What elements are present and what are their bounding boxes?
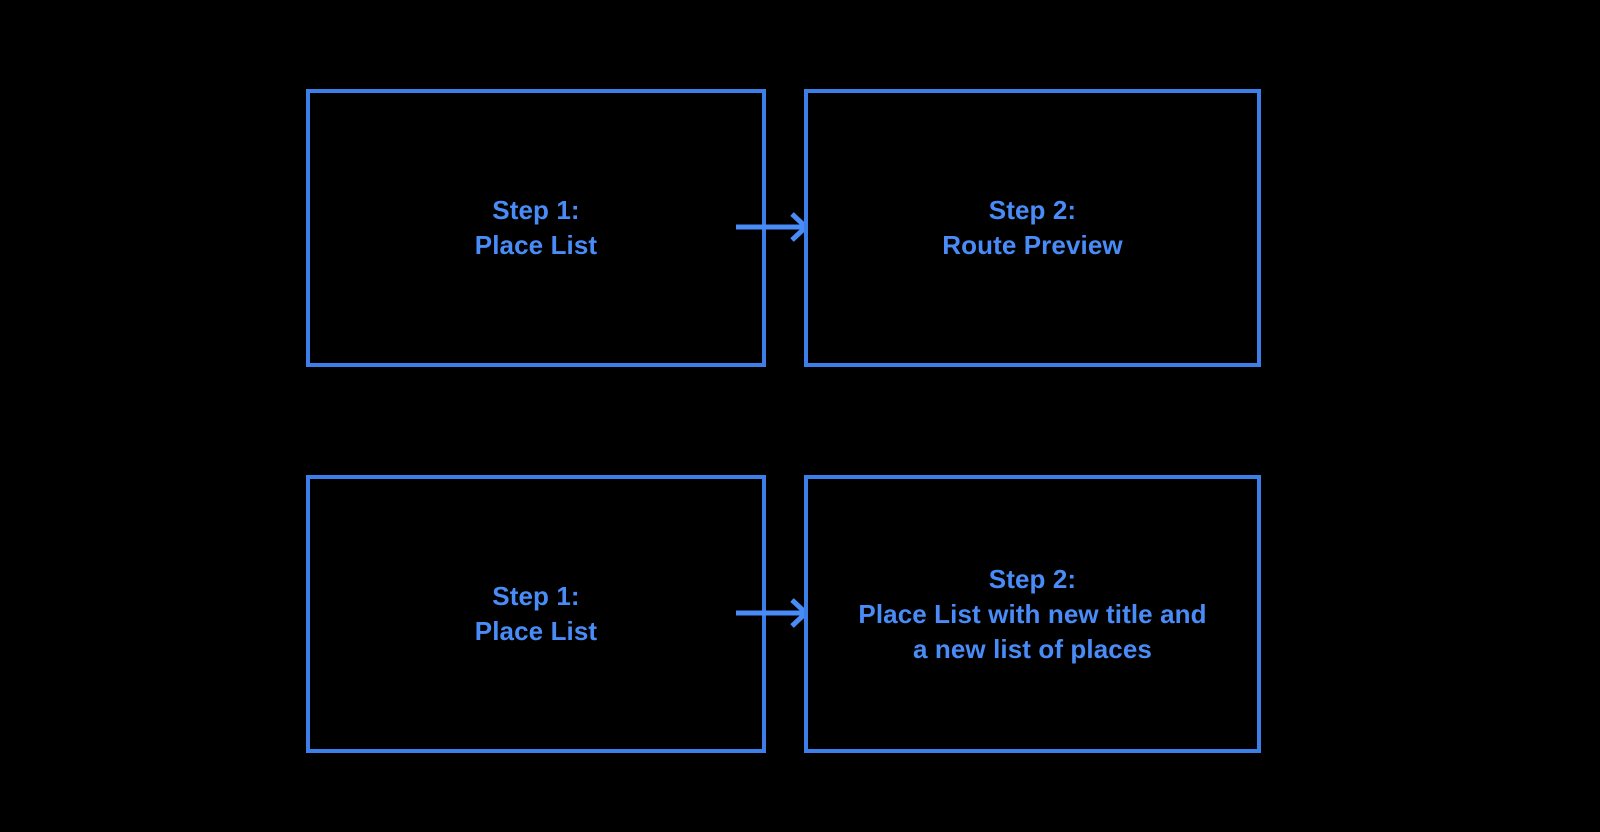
step-box-flow2-step2[interactable]: Step 2: Place List with new title and a … (804, 475, 1261, 753)
step-label-flow1-step2: Step 2: Route Preview (942, 195, 1123, 260)
flow-row-new-place-list: Step 1: Place List Step 2: Place List wi… (0, 471, 1600, 761)
step-label-flow2-step2: Step 2: Place List with new title and a … (858, 563, 1207, 664)
step-box-flow1-step1[interactable]: Step 1: Place List (306, 89, 766, 367)
step-label-flow1-step1: Step 1: Place List (474, 195, 598, 260)
flow-row-route-preview: Step 1: Place List Step 2: Route Preview (0, 85, 1600, 375)
step-box-flow1-step2[interactable]: Step 2: Route Preview (804, 89, 1261, 367)
step-label-flow2-step1: Step 1: Place List (474, 581, 598, 646)
step-box-flow2-step1[interactable]: Step 1: Place List (306, 475, 766, 753)
